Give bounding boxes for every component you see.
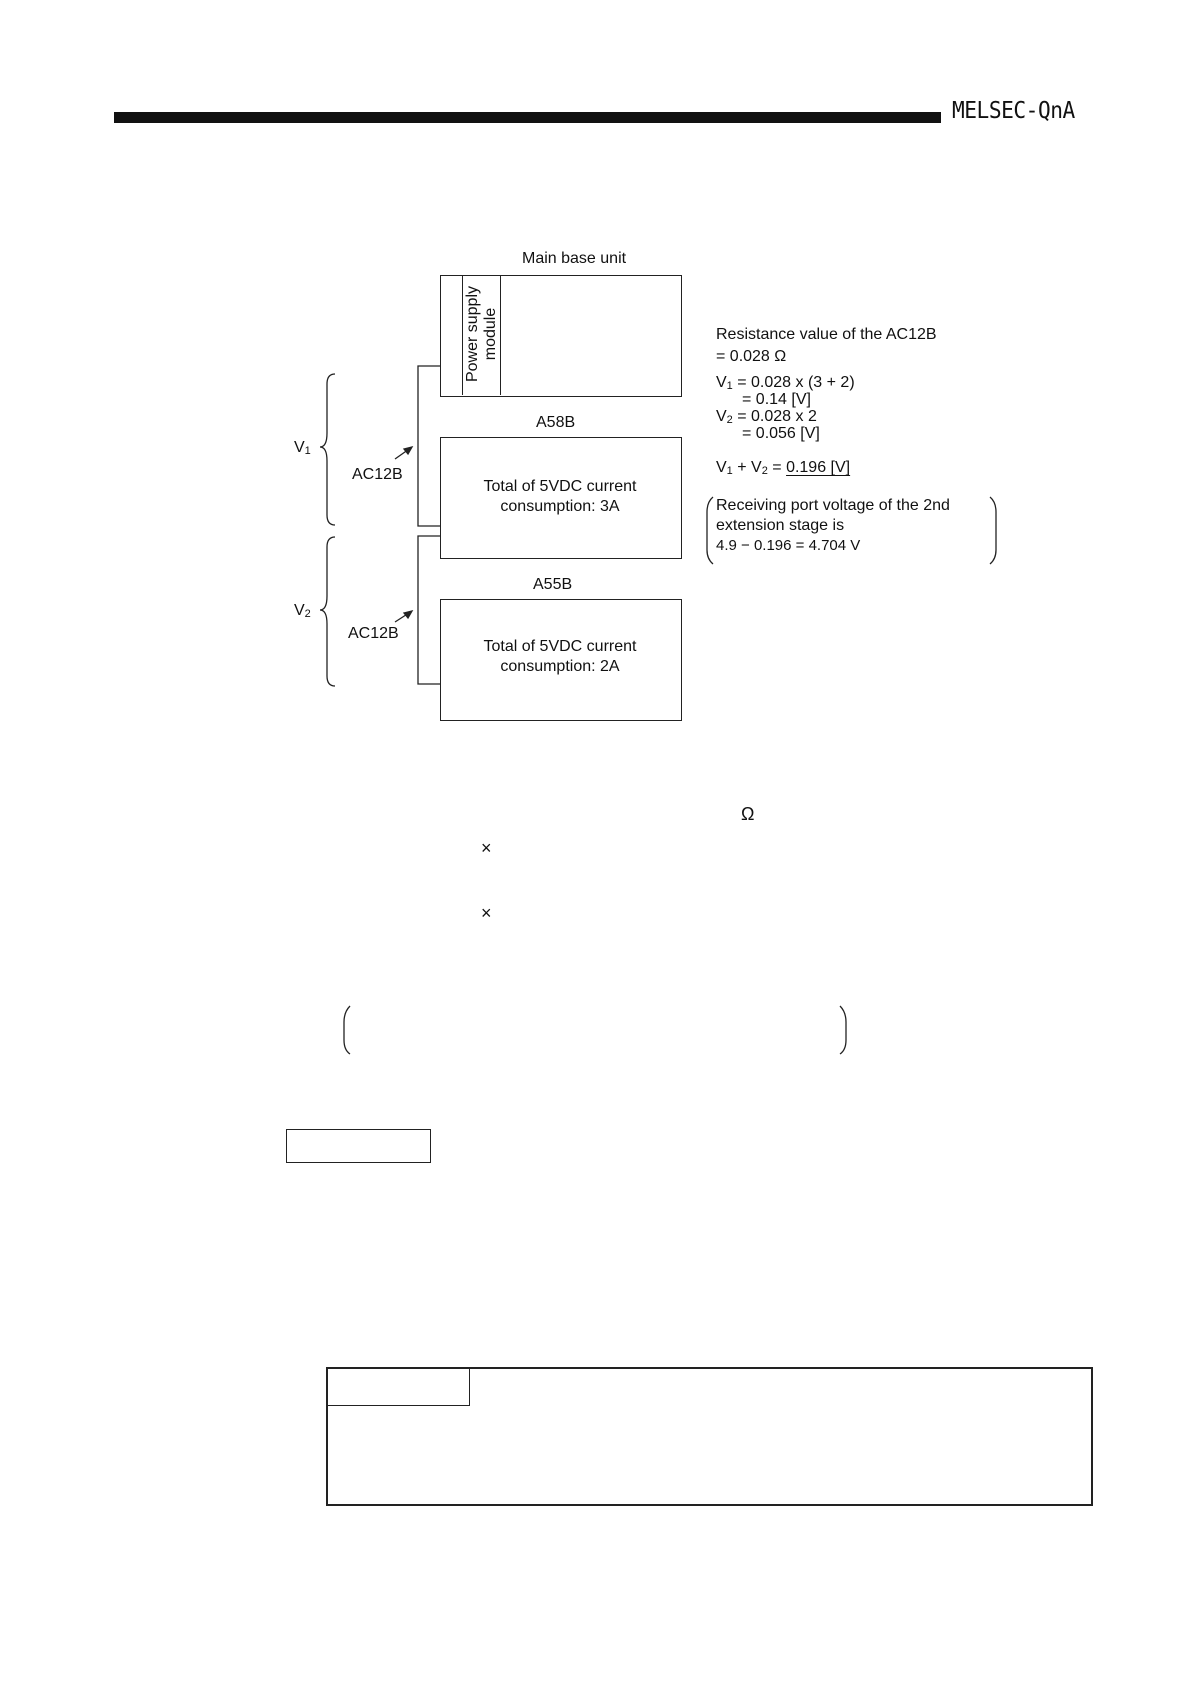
main-base-unit <box>440 275 682 397</box>
power-supply-module-label: Power supply module <box>464 275 500 393</box>
calc-v2-equation: V2 = 0.028 x 2 <box>716 408 817 426</box>
bottom-frame <box>326 1367 1093 1506</box>
a58b-consumption: Total of 5VDC current consumption: 3A <box>440 477 680 517</box>
cable-1-line <box>417 365 460 527</box>
calc-resistance-value: = 0.028 Ω <box>716 348 787 365</box>
a55b-unit <box>440 599 682 721</box>
calc-sum-value: 0.196 [V] <box>786 459 851 476</box>
a55b-label: A55B <box>533 576 573 593</box>
cable-1-label: AC12B <box>352 466 403 483</box>
a55b-text-line1: Total of 5VDC current <box>483 638 637 655</box>
a58b-unit <box>440 437 682 559</box>
a55b-text-line2: consumption: 2A <box>500 658 620 675</box>
lower-close-paren <box>839 1005 847 1055</box>
note-close-paren <box>989 496 997 565</box>
calc-resistance-line: Resistance value of the AC12B <box>716 326 937 343</box>
section-label-box <box>286 1129 431 1163</box>
header-title: MELSEC-QnA <box>952 98 1075 124</box>
note-line-2: extension stage is <box>716 517 845 534</box>
calc-v1-result: = 0.14 [V] <box>742 391 811 408</box>
a58b-text-line2: consumption: 3A <box>500 498 620 515</box>
times-glyph-1: × <box>481 838 492 858</box>
a58b-label: A58B <box>536 414 576 431</box>
lower-open-paren <box>343 1005 351 1055</box>
bottom-frame-tab <box>326 1367 470 1406</box>
v1-label: V1 <box>294 439 311 457</box>
calc-sum: V1 + V2 = 0.196 [V] <box>716 459 851 477</box>
v2-label: V2 <box>294 602 311 620</box>
v2-brace <box>319 536 336 687</box>
power-supply-slot <box>462 275 501 395</box>
psu-label-line2: module <box>482 307 499 361</box>
cable-2-label: AC12B <box>348 625 399 642</box>
psu-label-line1: Power supply <box>464 285 481 383</box>
header-rule <box>114 112 941 123</box>
omega-glyph: Ω <box>741 804 755 824</box>
calc-v2-result: = 0.056 [V] <box>742 425 820 442</box>
note-open-paren <box>706 496 714 565</box>
calc-v1-equation: V1 = 0.028 x (3 + 2) <box>716 374 855 392</box>
v1-brace <box>319 373 336 526</box>
times-glyph-2: × <box>481 903 492 923</box>
note-line-1: Receiving port voltage of the 2nd <box>716 497 950 514</box>
note-line-3: 4.9 − 0.196 = 4.704 V <box>716 537 861 554</box>
a58b-text-line1: Total of 5VDC current <box>483 478 637 495</box>
main-base-label: Main base unit <box>522 250 627 267</box>
a55b-consumption: Total of 5VDC current consumption: 2A <box>440 637 680 677</box>
